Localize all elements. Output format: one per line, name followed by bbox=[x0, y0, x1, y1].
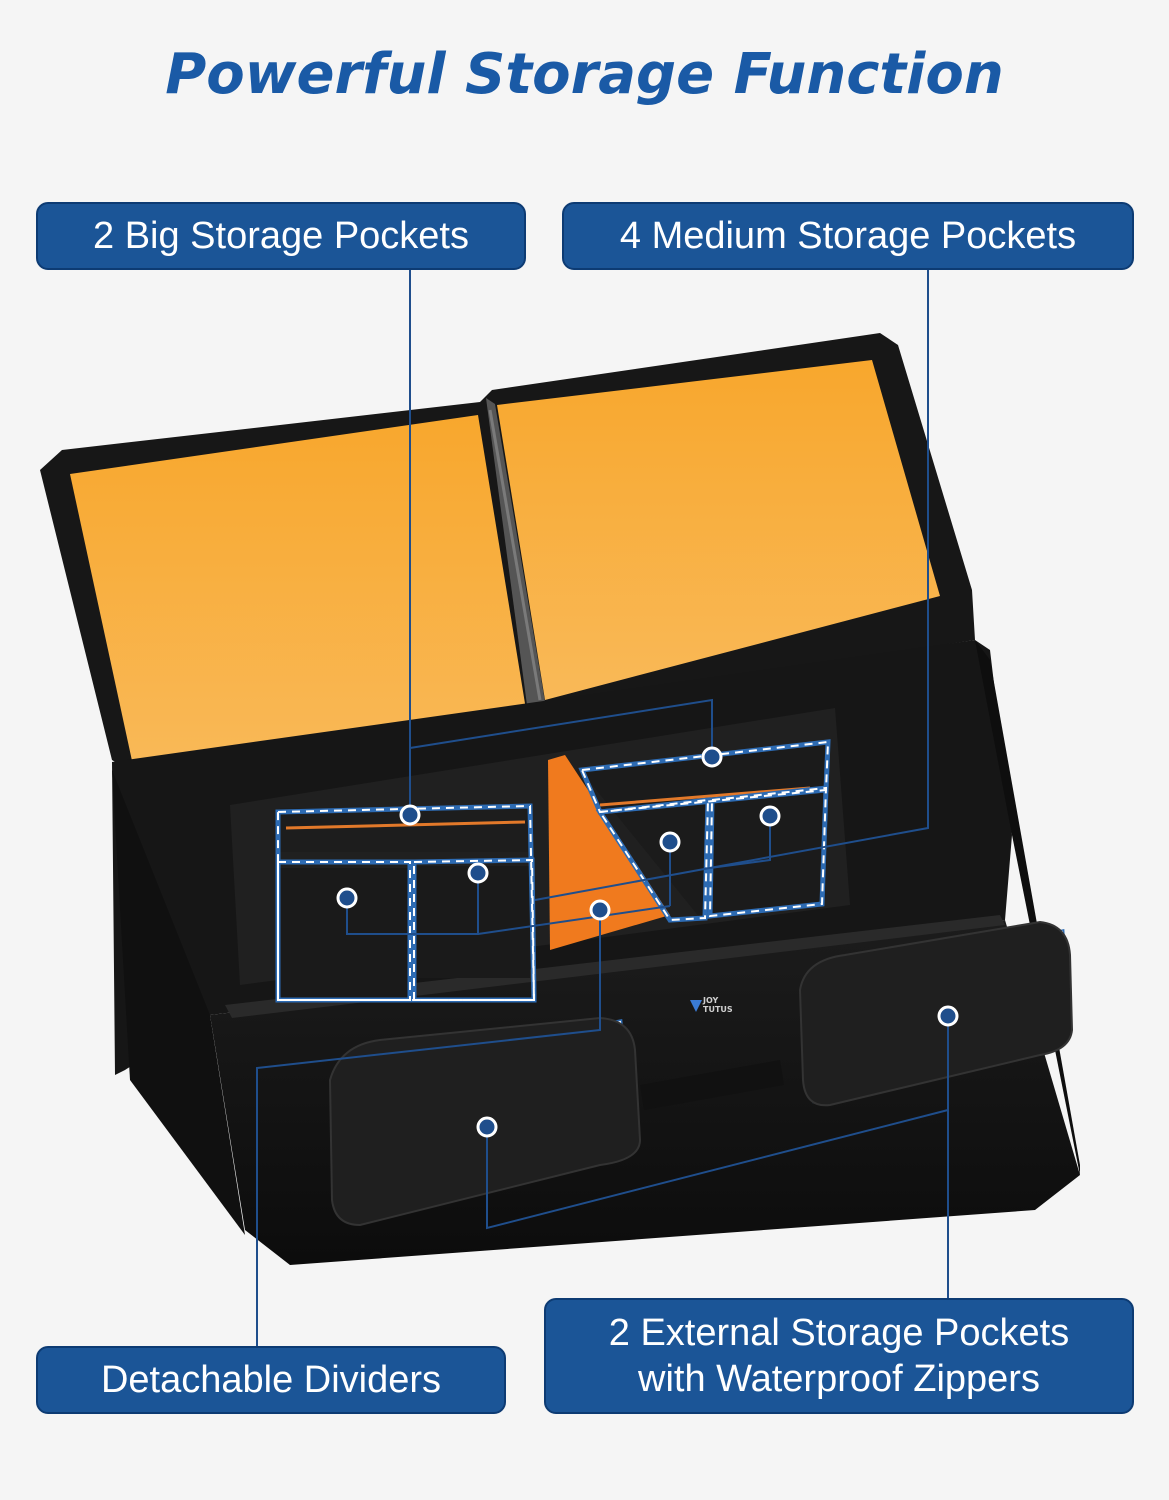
marker-medium-right bbox=[759, 805, 781, 827]
label-big-storage-pockets: 2 Big Storage Pockets bbox=[36, 202, 526, 270]
label-external-line-2: with Waterproof Zippers bbox=[638, 1358, 1040, 1400]
callout-lines bbox=[256, 270, 949, 1346]
label-medium-text: 4 Medium Storage Pockets bbox=[619, 214, 1077, 257]
marker-medium-top bbox=[701, 746, 723, 768]
label-dividers-text: Detachable Dividers bbox=[100, 1358, 442, 1401]
marker-medium-left bbox=[659, 831, 681, 853]
brand-logo: JOY TUTUS bbox=[690, 996, 733, 1014]
orange-divider bbox=[548, 755, 670, 950]
label-external-line-1: 2 External Storage Pockets bbox=[608, 1311, 1070, 1354]
handle bbox=[640, 1060, 784, 1110]
label-big-text: 2 Big Storage Pockets bbox=[93, 214, 469, 257]
page-title: Powerful Storage Function bbox=[165, 42, 1004, 107]
open-lid bbox=[40, 333, 975, 770]
marker-front-right bbox=[467, 862, 489, 884]
brand-line-2: TUTUS bbox=[703, 1005, 733, 1014]
marker-external-left bbox=[476, 1116, 498, 1138]
marker-front-left bbox=[336, 887, 358, 909]
marker-big-pocket bbox=[399, 804, 421, 826]
label-external-storage-pockets: 2 External Storage Pockets with Waterpro… bbox=[544, 1298, 1134, 1414]
callout-markers bbox=[336, 746, 959, 1138]
brand-line-1: JOY bbox=[702, 996, 718, 1005]
marker-external-right bbox=[937, 1005, 959, 1027]
label-medium-storage-pockets: 4 Medium Storage Pockets bbox=[562, 202, 1134, 270]
label-detachable-dividers: Detachable Dividers bbox=[36, 1346, 506, 1414]
marker-divider bbox=[589, 899, 611, 921]
